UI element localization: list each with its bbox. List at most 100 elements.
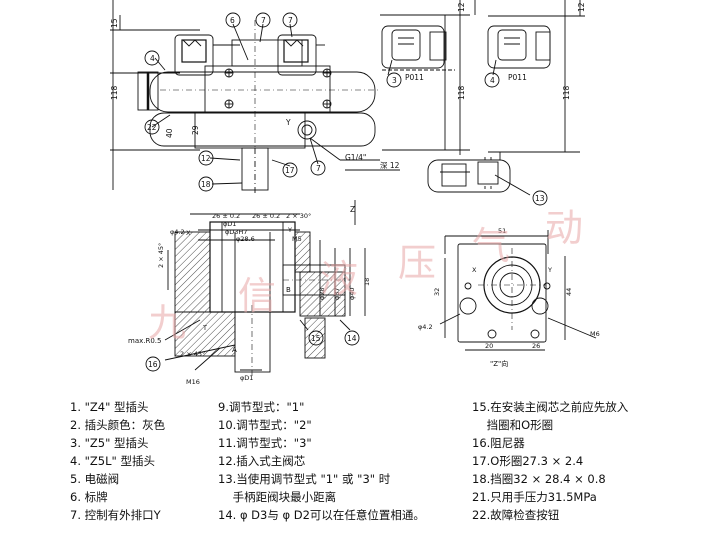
legend-item: 4. "Z5L" 型插头: [70, 454, 155, 468]
legend-column-2: 9.调节型式："1" 10.调节型式："2" 11.调节型式："3" 12.插入…: [218, 398, 425, 524]
dim-118-a: 118: [457, 85, 466, 100]
dim-51: 51: [498, 227, 506, 235]
legend-item: 6. 标牌: [70, 490, 108, 504]
balloon-12: 12: [201, 154, 211, 163]
balloon-18: 18: [201, 180, 211, 189]
dim-44: 44: [565, 288, 573, 296]
dim-26: 26: [532, 342, 540, 350]
balloon-4: 4: [490, 76, 495, 85]
watermark-char-4: 压: [398, 241, 437, 285]
dim-18: 18: [363, 278, 371, 286]
dim-26-left: 26 ± 0.2: [212, 212, 240, 220]
legend-item: 17.O形圈27.3 × 2.4: [472, 454, 584, 468]
legend-item: 15.在安装主阀芯之前应先放入: [472, 400, 629, 414]
balloon-1: 7: [261, 16, 266, 25]
legend-item: 14. φ D3与 φ D2可以在任意位置相通。: [218, 508, 425, 522]
dim-2x30: 2 × 30°: [286, 212, 311, 220]
balloon-16: 16: [148, 360, 158, 369]
dim-12-b: 12: [577, 2, 586, 12]
dim-phi-4-2: φ4.2: [170, 228, 185, 236]
z-port-y: Y: [547, 266, 552, 274]
legend-item: 21.只用手压力31.5MPa: [472, 490, 597, 504]
dim-phi-4-2-z: φ4.2: [418, 323, 433, 331]
balloon-6: 6: [230, 16, 235, 25]
port-x-label: X: [186, 229, 191, 237]
plug-code-2: P011: [508, 73, 527, 82]
z-port-x: X: [472, 266, 477, 274]
z-view-label: "Z"向: [490, 359, 508, 368]
legend-item: 13.当使用调节型式 "1" 或 "3" 时: [218, 472, 391, 486]
balloon-7: 7: [316, 164, 321, 173]
balloons: [144, 12, 548, 372]
front-view: [110, 0, 476, 195]
legend-item: 9.调节型式："1": [218, 400, 305, 414]
balloon-4-left: 4: [150, 54, 155, 63]
legend-item: 挡圈和O形圈: [472, 418, 554, 432]
balloon-22: 22: [147, 123, 157, 132]
dim-phi-d3h7: φD3H7: [225, 228, 247, 236]
legend-item: 1. "Z4" 型插头: [70, 400, 149, 414]
dim-m16: M16: [186, 378, 200, 386]
legend-item: 11.调节型式："3": [218, 436, 312, 450]
section-view: [164, 200, 366, 378]
z-view: [439, 230, 597, 351]
legend-item: 18.挡圈32 × 28.4 × 0.8: [472, 472, 606, 486]
dim-phi-d1-bottom: φD1: [240, 374, 253, 382]
balloon-13: 13: [535, 194, 545, 203]
port-a-label: A: [232, 346, 237, 354]
dim-32: 32: [433, 288, 441, 296]
dim-2x45-top: 2 × 45°: [157, 243, 165, 268]
legend-item: 2. 插头颜色：灰色: [70, 418, 166, 432]
balloon-15: 15: [311, 334, 321, 343]
drawing-text: 6 7 7 4 22 12 17 7 18 3 4 13 16 15 14 15…: [110, 2, 600, 386]
legend-item: 3. "Z5" 型插头: [70, 436, 149, 450]
legend-item: 10.调节型式："2": [218, 418, 312, 432]
balloon-14: 14: [347, 334, 357, 343]
watermark-char-2: 信: [238, 274, 277, 318]
technical-drawing: 6 7 7 4 22 12 17 7 18 3 4 13 16 15 14 15…: [110, 0, 600, 386]
port-y-label: Y: [285, 118, 291, 127]
dim-m5: M5: [292, 235, 302, 243]
plug-views: [381, 0, 585, 153]
port-t-label: T: [202, 324, 207, 332]
dim-12-a: 12: [457, 2, 466, 12]
watermark-char-3: 液: [320, 257, 359, 301]
port-thread: G1/4": [345, 153, 366, 162]
dim-2x45-bottom: 2 × 45°: [180, 350, 205, 358]
dim-phi-28: φ28: [318, 287, 326, 300]
legend-item: 手柄距阀块最小距离: [218, 490, 337, 504]
plug-code-1: P011: [405, 73, 424, 82]
dim-15: 15: [110, 18, 119, 28]
dim-29: 29: [191, 125, 200, 135]
port-depth: 深 12: [380, 161, 400, 170]
port-y-label-2: Y: [287, 226, 292, 234]
balloon-3: 3: [392, 76, 397, 85]
balloon-17: 17: [285, 166, 295, 175]
balloon-7-top: 7: [288, 16, 293, 25]
legend-column-3: 15.在安装主阀芯之前应先放入 挡圈和O形圈 16.阻尼器 17.O形圈27.3…: [472, 398, 628, 524]
dim-phi-40: φ40: [348, 287, 356, 300]
legend-item: 12.插入式主阀芯: [218, 454, 306, 468]
port-b-label: B: [286, 286, 291, 294]
watermark-char-1: 九: [148, 301, 187, 345]
legend-column-1: 1. "Z4" 型插头 2. 插头颜色：灰色 3. "Z5" 型插头 4. "Z…: [70, 398, 165, 524]
dim-max-r: max.R0.5: [128, 337, 161, 345]
legend-item: 16.阻尼器: [472, 436, 525, 450]
dim-118-left: 118: [110, 85, 119, 100]
dim-phi-d1: φD1: [223, 220, 236, 228]
legend-item: 5. 电磁阀: [70, 472, 120, 486]
legend-item: 7. 控制有外排口Y: [70, 508, 161, 522]
dim-phi-37: φ37: [333, 287, 341, 300]
dim-20: 20: [485, 342, 493, 350]
dim-118-b: 118: [562, 85, 571, 100]
view-z-arrow: Z: [350, 205, 355, 214]
dim-phi-28-6: φ28.6: [236, 235, 255, 243]
legend-item: 22.故障检查按钮: [472, 508, 560, 522]
watermark-char-5: 气: [472, 224, 511, 268]
dim-m6: M6: [590, 330, 600, 338]
watermark-char-6: 动: [545, 206, 584, 250]
dim-26-right: 26 ± 0.2: [252, 212, 280, 220]
detail-13-view: [427, 152, 531, 196]
dim-40: 40: [165, 128, 174, 138]
